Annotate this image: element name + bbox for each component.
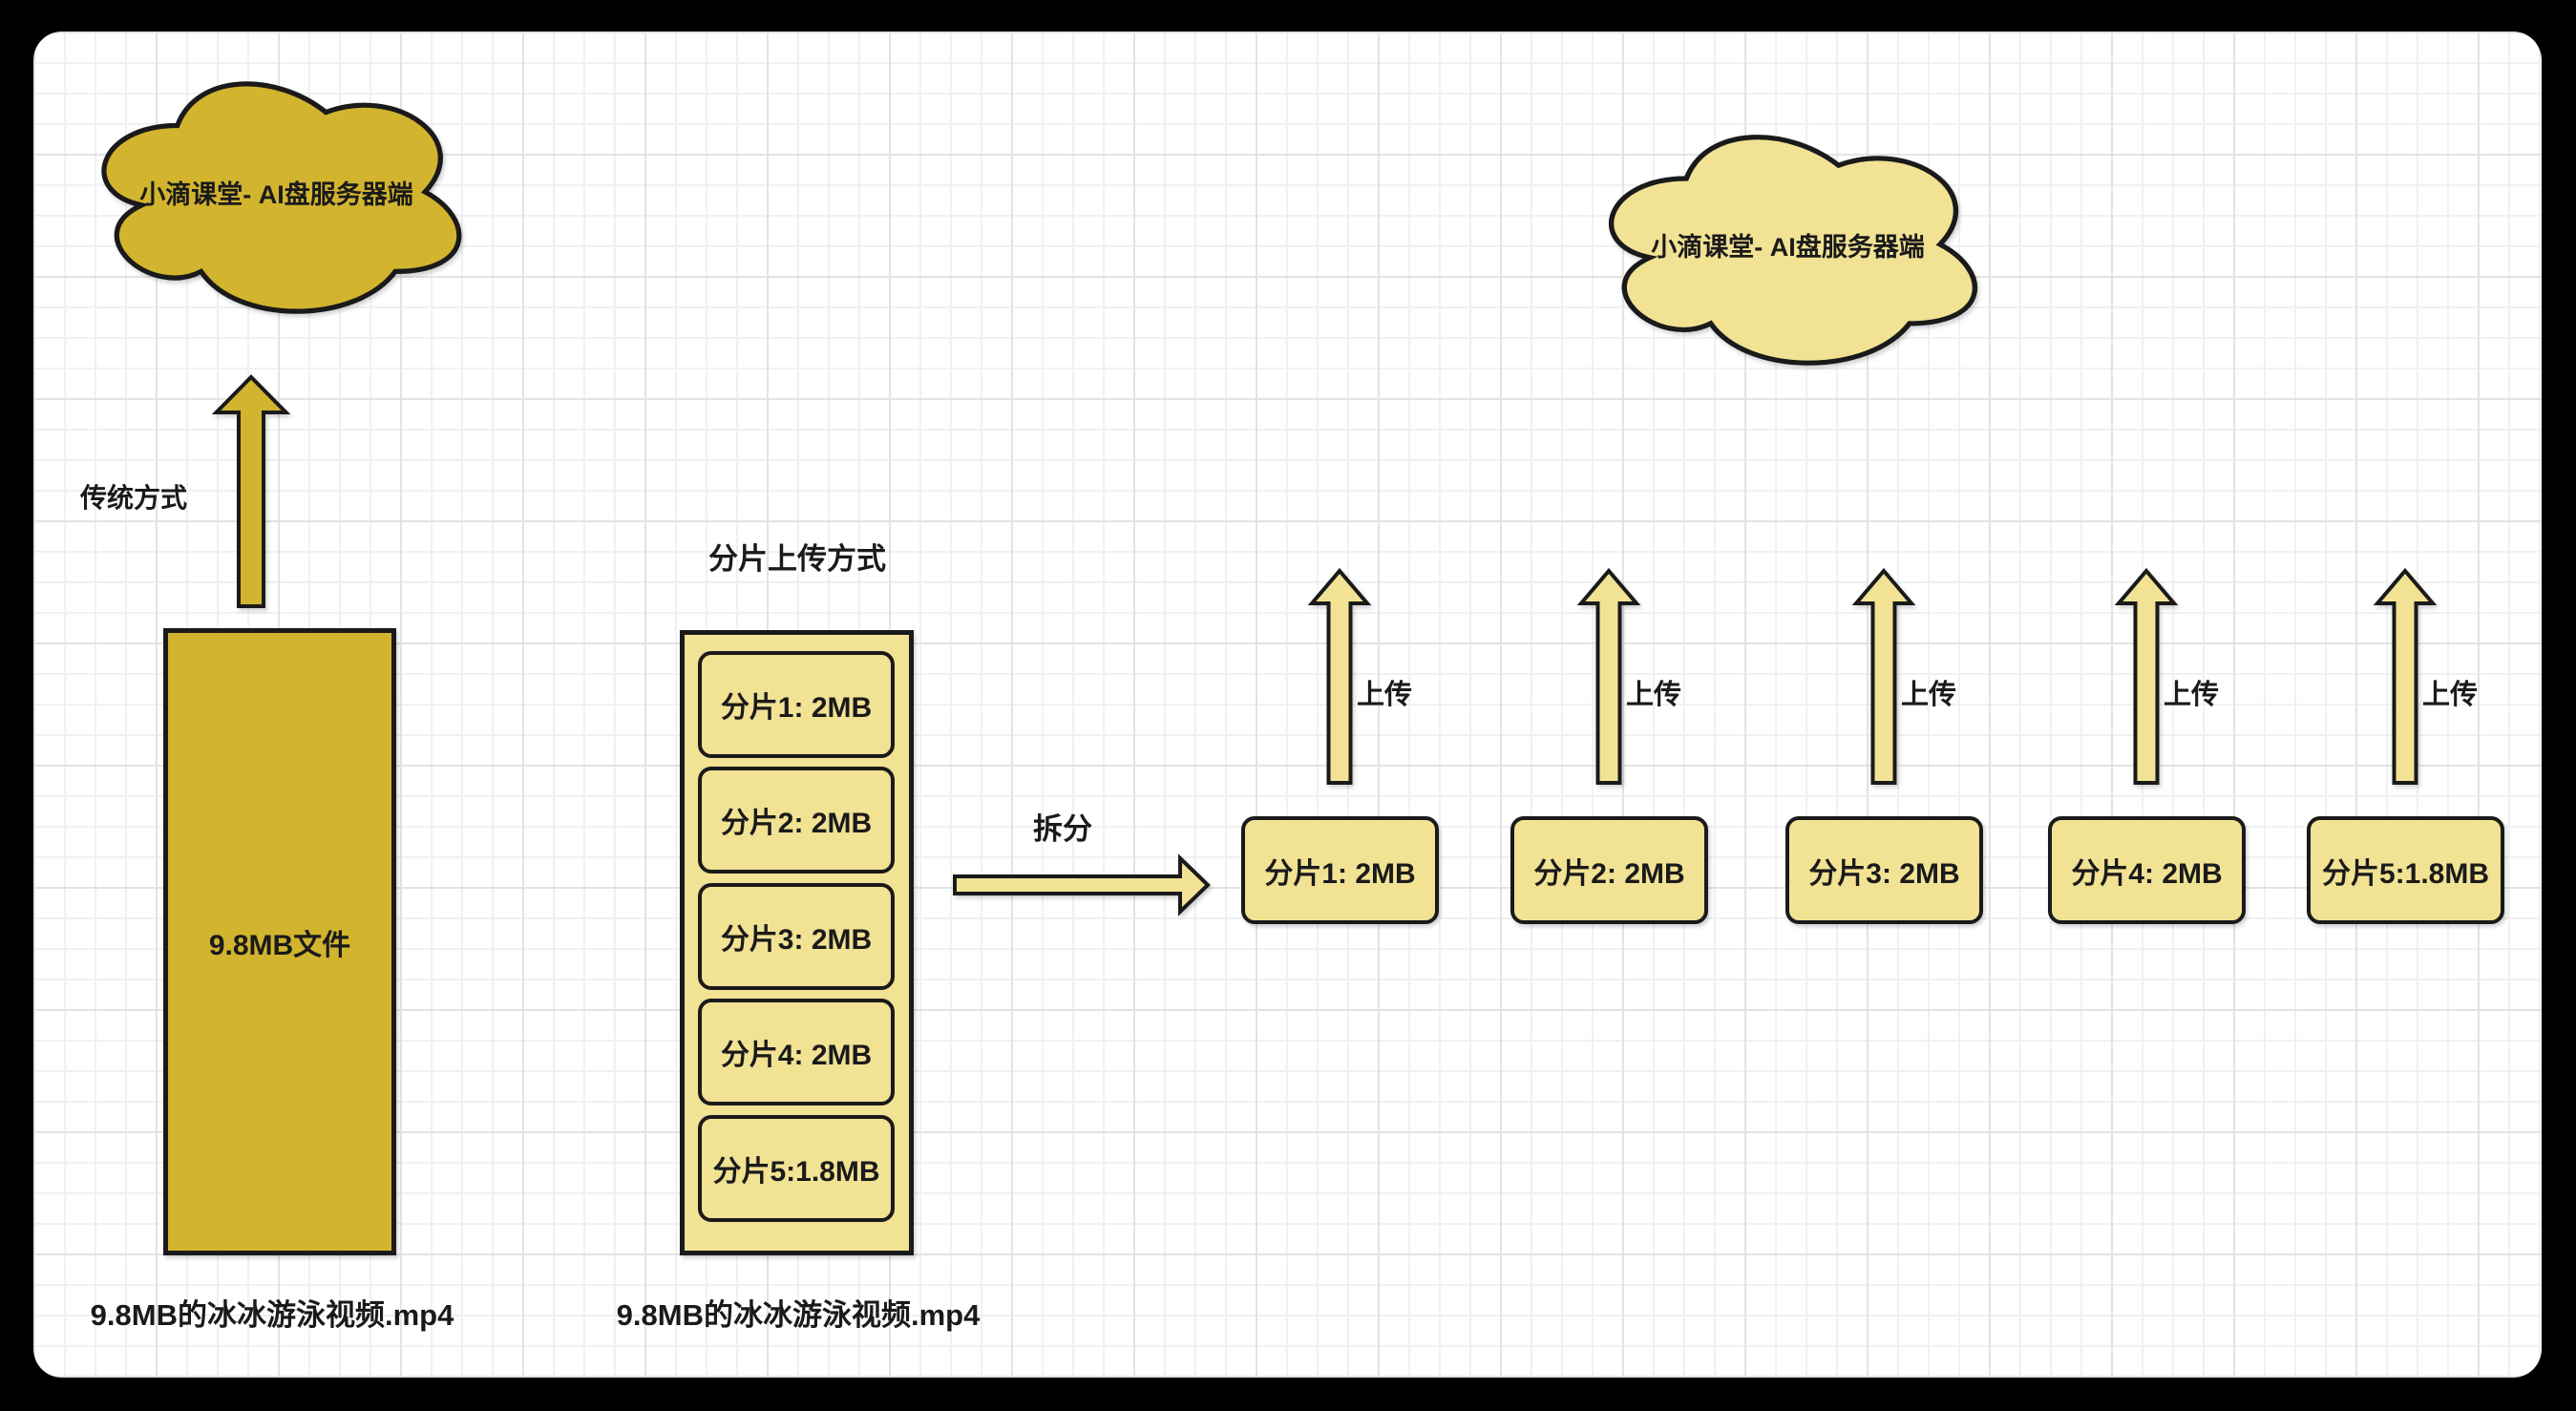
chunk-item-label: 分片4: 2MB	[720, 1040, 873, 1071]
arrow-up-icon	[1576, 567, 1641, 785]
piece-box: 分片2: 2MB	[1510, 816, 1708, 924]
piece-box-label: 分片4: 2MB	[2071, 857, 2223, 890]
split-label: 拆分	[1033, 812, 1092, 846]
piece-box: 分片1: 2MB	[1241, 816, 1439, 924]
upload-arrow-icon	[2114, 567, 2179, 785]
chunk-item-label: 分片1: 2MB	[720, 692, 873, 724]
arrow-up-icon	[1307, 567, 1372, 785]
piece-box: 分片3: 2MB	[1785, 816, 1983, 924]
chunked-server-cloud-label: 小滴课堂- AI盘服务器端	[1651, 232, 1925, 262]
chunk-item: 分片5:1.8MB	[698, 1115, 895, 1222]
upload-label: 上传	[1626, 680, 1682, 710]
upload-arrow-icon	[2373, 567, 2438, 785]
chunk-item-label: 分片2: 2MB	[720, 808, 873, 839]
split-arrow-icon	[953, 853, 1211, 916]
piece-box-label: 分片3: 2MB	[1808, 857, 1960, 890]
upload-label: 上传	[1357, 680, 1413, 710]
upload-label: 上传	[2422, 680, 2479, 710]
arrow-up-icon	[1851, 567, 1916, 785]
traditional-upload-arrow-icon	[211, 374, 291, 608]
upload-label: 上传	[2164, 680, 2220, 710]
chunked-title: 分片上传方式	[708, 542, 886, 576]
chunk-item: 分片2: 2MB	[698, 767, 895, 874]
cloud-shape-icon	[1608, 135, 1978, 366]
chunked-server-cloud: 小滴课堂- AI盘服务器端	[1585, 113, 1991, 376]
arrow-right-icon	[953, 853, 1211, 916]
traditional-file-box: 9.8MB文件	[163, 628, 396, 1255]
chunk-item: 分片4: 2MB	[698, 999, 895, 1106]
arrow-up-icon	[2373, 567, 2438, 785]
traditional-file-box-label: 9.8MB文件	[208, 929, 351, 961]
piece-box-label: 分片2: 2MB	[1533, 857, 1685, 890]
upload-label: 上传	[1901, 680, 1957, 710]
piece-box-label: 分片5:1.8MB	[2321, 857, 2490, 890]
piece-box: 分片5:1.8MB	[2307, 816, 2504, 924]
upload-arrow-icon	[1576, 567, 1641, 785]
cloud-shape-icon	[101, 81, 462, 314]
piece-box-label: 分片1: 2MB	[1264, 857, 1416, 890]
traditional-method-label: 传统方式	[79, 483, 187, 513]
chunk-item: 分片3: 2MB	[698, 883, 895, 990]
traditional-server-cloud: 小滴课堂- AI盘服务器端	[78, 59, 475, 325]
chunk-item-label: 分片5:1.8MB	[712, 1156, 880, 1188]
traditional-server-cloud-label: 小滴课堂- AI盘服务器端	[139, 179, 413, 209]
traditional-file-name: 9.8MB的冰冰游泳视频.mp4	[90, 1298, 454, 1332]
piece-box: 分片4: 2MB	[2048, 816, 2246, 924]
chunk-list-container: 分片1: 2MB 分片2: 2MB 分片3: 2MB 分片4: 2MB 分片5:…	[680, 630, 914, 1255]
arrow-up-icon	[211, 374, 291, 608]
upload-arrow-icon	[1307, 567, 1372, 785]
chunk-item: 分片1: 2MB	[698, 651, 895, 758]
chunk-item-label: 分片3: 2MB	[720, 924, 873, 956]
arrow-up-icon	[2114, 567, 2179, 785]
chunked-file-name: 9.8MB的冰冰游泳视频.mp4	[616, 1298, 981, 1332]
upload-arrow-icon	[1851, 567, 1916, 785]
